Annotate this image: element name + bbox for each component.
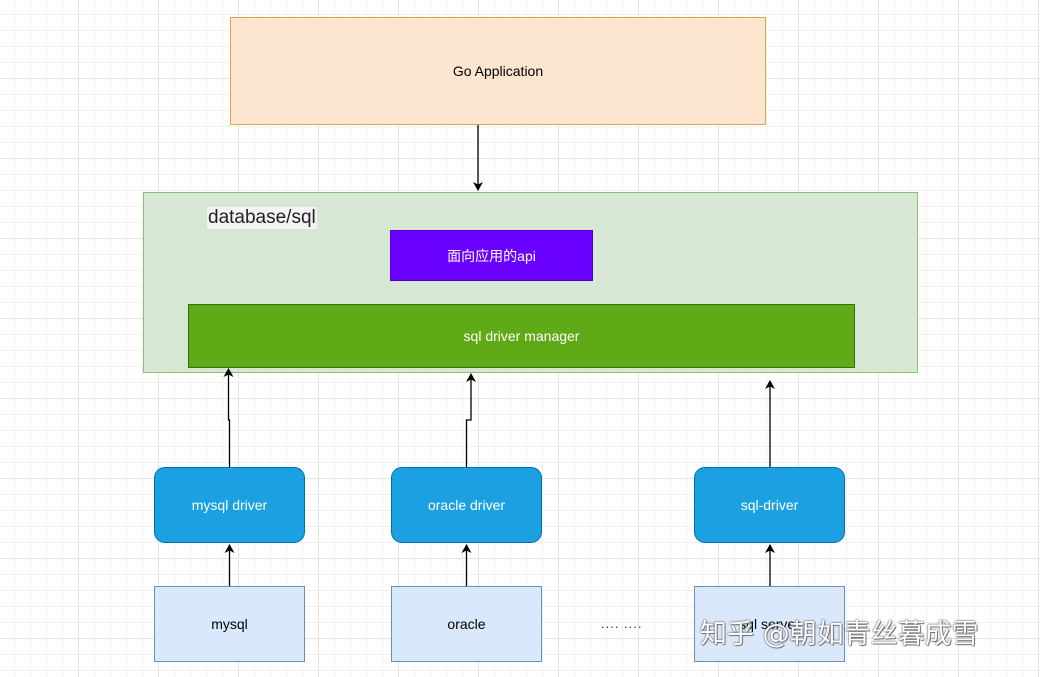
- more-databases-ellipsis: .... ....: [601, 616, 643, 631]
- sql-driver-box: sql-driver: [694, 467, 845, 543]
- go-application-label: Go Application: [452, 63, 544, 79]
- sql-driver-label: sql-driver: [740, 497, 799, 513]
- go-application-box: Go Application: [230, 17, 766, 125]
- database-sql-label: database/sql: [207, 207, 317, 229]
- app-api-box: 面向应用的api: [390, 230, 593, 281]
- sql-server-database-label: sql server: [739, 616, 800, 632]
- oracle-driver-label: oracle driver: [427, 497, 506, 513]
- oracle-database-label: oracle: [447, 616, 486, 632]
- watermark: 知乎 @朝如青丝暮成雪: [700, 619, 979, 650]
- oracle-driver-box: oracle driver: [391, 467, 542, 543]
- oracle-driver-to-manager-arrow: [465, 373, 476, 467]
- driver-manager-box: sql driver manager: [188, 304, 855, 368]
- sql-server-database-box: sql server: [694, 586, 845, 662]
- mysql-driver-box: mysql driver: [154, 467, 305, 543]
- driver-manager-label: sql driver manager: [463, 328, 580, 344]
- mysql-database-label: mysql: [211, 616, 248, 632]
- app-api-label: 面向应用的api: [447, 247, 536, 264]
- mysql-driver-to-manager-arrow: [223, 368, 234, 467]
- mysql-driver-label: mysql driver: [191, 497, 268, 513]
- mysql-database-box: mysql: [154, 586, 305, 662]
- oracle-database-box: oracle: [391, 586, 542, 662]
